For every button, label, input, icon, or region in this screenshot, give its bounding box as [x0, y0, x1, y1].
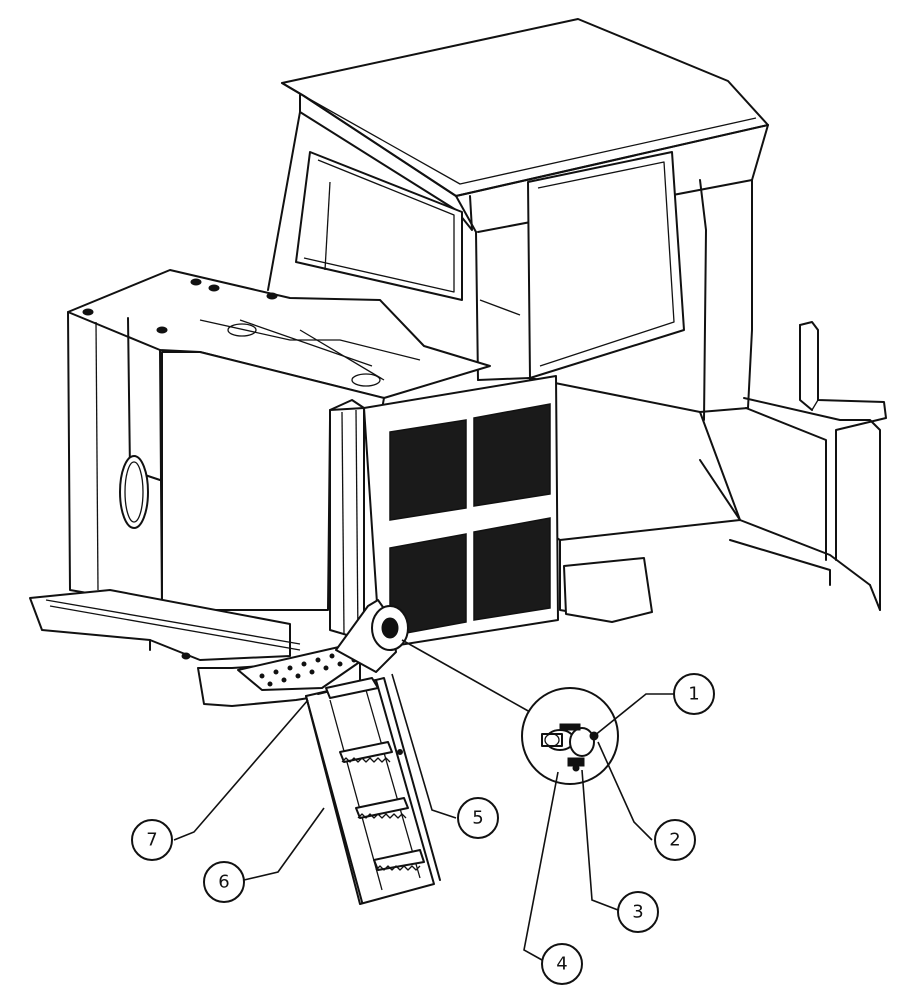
callout-6: 6 — [203, 861, 245, 903]
radiator-grille-upper-left — [389, 419, 467, 521]
cab-front-window — [295, 151, 463, 301]
engine-hood — [67, 269, 491, 611]
callout-3: 3 — [617, 891, 659, 933]
cab — [267, 18, 769, 541]
detail-leader-line — [401, 639, 531, 713]
rear-bracket — [799, 321, 887, 561]
callout-6-label: 6 — [218, 872, 229, 893]
right-frame-rail — [559, 321, 887, 623]
radiator-grille-lower-right — [473, 517, 551, 621]
callout-5-label: 5 — [472, 808, 483, 829]
leader-2 — [597, 741, 653, 841]
callout-4-label: 4 — [556, 954, 567, 975]
callout-1: 1 — [673, 673, 715, 715]
leader-6 — [243, 807, 325, 881]
pivot-assembly-detail — [541, 723, 599, 772]
callout-4: 4 — [541, 943, 583, 985]
access-ladder — [305, 677, 441, 905]
step-platform — [237, 599, 409, 691]
leader-7 — [173, 699, 309, 841]
hood-access-opening — [119, 455, 149, 529]
leader-3 — [581, 769, 619, 911]
cab-side-window — [527, 151, 685, 379]
leader-5 — [391, 673, 457, 819]
radiator — [329, 375, 559, 649]
callout-3-label: 3 — [632, 902, 643, 923]
callout-2-label: 2 — [669, 830, 680, 851]
callout-7-label: 7 — [146, 830, 157, 851]
callout-7: 7 — [131, 819, 173, 861]
callout-2: 2 — [654, 819, 696, 861]
detail-view — [401, 639, 619, 785]
callout-5: 5 — [457, 797, 499, 839]
radiator-grille-upper-right — [473, 403, 551, 507]
callout-1-label: 1 — [688, 684, 699, 705]
leader-4 — [523, 771, 559, 961]
leader-lines — [173, 673, 676, 961]
leader-1 — [593, 693, 676, 737]
